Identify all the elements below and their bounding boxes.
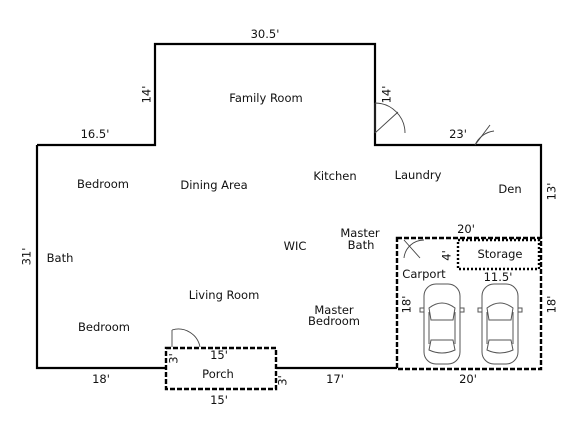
room-bath: Bath (46, 251, 74, 265)
storage-outline (456, 238, 541, 271)
car-icon (477, 283, 523, 365)
dim-porch-top: 15' (210, 348, 228, 362)
door-swing-family (374, 102, 406, 134)
room-family-room: Family Room (229, 91, 303, 105)
room-master-bath-line1: Master (340, 226, 380, 240)
room-carport: Carport (402, 267, 446, 281)
room-master-bedroom-line1: Master (314, 303, 354, 317)
dim-carport-bottom: 20' (459, 372, 477, 386)
dim-storage-width: 11.5' (483, 270, 513, 284)
dim-family-right: 14' (379, 85, 394, 104)
room-bedroom: Bedroom (76, 177, 130, 191)
car-icon (419, 283, 465, 365)
dim-left-side: 31' (19, 247, 34, 266)
room-bedroom-2: Bedroom (77, 320, 131, 334)
dim-upper-right: 23' (449, 127, 467, 141)
door-swing-porch (171, 328, 201, 348)
room-wic: WIC (283, 239, 307, 253)
door-swing-upper-right (474, 124, 495, 146)
room-master-bath-line2: Bath (347, 238, 375, 252)
door-swing-carport (403, 239, 425, 259)
room-storage: Storage (477, 247, 523, 261)
dim-carport-top: 20' (457, 222, 475, 236)
dim-porch-right: 3' (275, 375, 290, 386)
dim-carport-right: 18' (544, 295, 559, 314)
dim-storage-depth: 4' (439, 250, 454, 261)
room-living-room: Living Room (188, 288, 260, 302)
dim-family-left: 14' (139, 85, 154, 104)
exterior-wall-left (35, 145, 166, 370)
dim-bottom-left: 18' (92, 372, 110, 386)
room-kitchen: Kitchen (313, 169, 357, 183)
porch-outline (164, 346, 278, 391)
dim-porch-bottom: 15' (210, 393, 228, 407)
dim-carport-left: 18' (399, 295, 414, 314)
room-master-bedroom-line2: Bedroom (307, 314, 361, 328)
dim-right-side: 13' (544, 182, 559, 201)
dim-upper-left: 16.5' (80, 127, 110, 141)
dim-top: 30.5' (250, 27, 280, 41)
dim-porch-left: 3' (166, 353, 181, 364)
room-laundry: Laundry (394, 168, 442, 182)
dim-bottom-mid: 17' (326, 372, 344, 386)
room-porch: Porch (202, 367, 234, 381)
room-dining-area: Dining Area (180, 178, 248, 192)
exterior-wall (37, 42, 543, 238)
room-den: Den (498, 182, 522, 196)
carport-outline (395, 236, 543, 371)
